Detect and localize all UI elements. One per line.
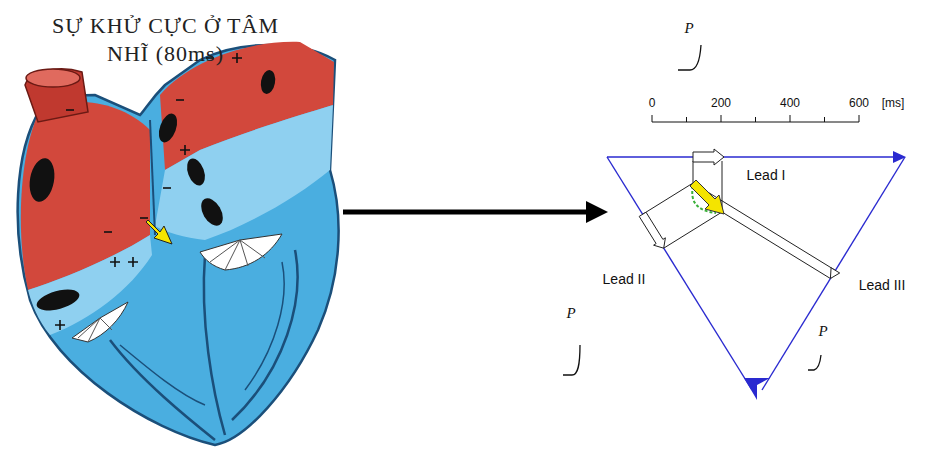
axis-tick	[652, 115, 653, 122]
vessel-opening	[26, 156, 57, 203]
right-atrium-resting	[28, 235, 152, 335]
wave-name: P	[684, 20, 693, 37]
wave-name: P	[818, 323, 827, 340]
p-waves	[563, 45, 821, 375]
vessel-opening	[259, 69, 277, 95]
ventricle-wall	[245, 262, 284, 390]
plus-sign	[55, 320, 65, 330]
axis-number: 600	[849, 97, 869, 110]
mitral-valve	[200, 234, 282, 270]
lead-bottom-head	[744, 378, 770, 400]
aorta-opening	[26, 69, 80, 87]
p-wave-trace	[808, 355, 821, 370]
arrow-head	[586, 201, 608, 223]
figure-title: SỰ KHỬ CỰC Ở TÂM NHĨ (80ms)	[41, 12, 290, 67]
left-atrium-resting	[155, 105, 333, 240]
axis-tick	[755, 117, 756, 122]
lead-iii-band	[693, 183, 835, 279]
axis-tick	[686, 117, 687, 122]
p-wave-trace	[678, 45, 701, 70]
minus-sign	[140, 217, 148, 219]
lead-name: Lead I	[747, 168, 786, 183]
axis-number: 0	[649, 97, 656, 110]
axis-tick	[721, 115, 722, 122]
septum-outline	[204, 255, 225, 435]
heart-vector	[690, 180, 724, 214]
lead-name: Lead III	[859, 278, 906, 293]
vessel-opening	[155, 111, 180, 145]
lead-i-projection-arrow	[693, 149, 724, 165]
ventricle-wall	[120, 345, 205, 405]
axis-number: 200	[711, 97, 731, 110]
arrow-shaft	[343, 210, 590, 215]
einthoven-triangle	[607, 157, 905, 390]
axis-tick	[824, 117, 825, 122]
vessel-opening	[184, 156, 209, 188]
axis-tick	[859, 115, 860, 122]
ventricle-wall	[232, 250, 297, 420]
vessel-opening	[34, 286, 81, 315]
axis-tick	[790, 115, 791, 122]
minus-sign	[104, 231, 112, 233]
wave-name: P	[566, 305, 575, 322]
plus-sign	[128, 257, 138, 267]
axis-number: 400	[780, 97, 800, 110]
plus-sign	[110, 257, 120, 267]
valve-leaflet	[78, 318, 112, 342]
minus-sign	[176, 99, 184, 101]
lead-iii-projection-arrow	[830, 268, 839, 279]
plus-sign	[232, 53, 242, 63]
tricuspid-valve	[72, 302, 128, 342]
depolarisation-arrow	[146, 220, 172, 244]
time-axis	[652, 115, 859, 122]
lead-name: Lead II	[603, 272, 646, 287]
atrial-outline	[150, 120, 155, 235]
lead-ii-projection-arrow	[639, 212, 665, 248]
minus-sign	[66, 109, 74, 111]
heart-illustration	[18, 42, 339, 445]
aorta	[25, 69, 88, 122]
p-wave-trace	[563, 345, 580, 375]
axis-unit: [ms]	[882, 97, 905, 110]
valve-leaflet	[210, 240, 265, 270]
lead-i-head	[893, 151, 906, 163]
ventricle-outline	[110, 340, 215, 440]
plus-sign	[180, 145, 190, 155]
transfer-arrow	[343, 201, 608, 223]
lead-iii-axis	[762, 157, 905, 390]
right-atrium-depolarised	[21, 102, 150, 290]
vessel-opening	[197, 195, 228, 230]
charge-signs	[55, 53, 242, 330]
minus-sign	[163, 187, 171, 189]
lead-i-axis	[607, 156, 896, 157]
